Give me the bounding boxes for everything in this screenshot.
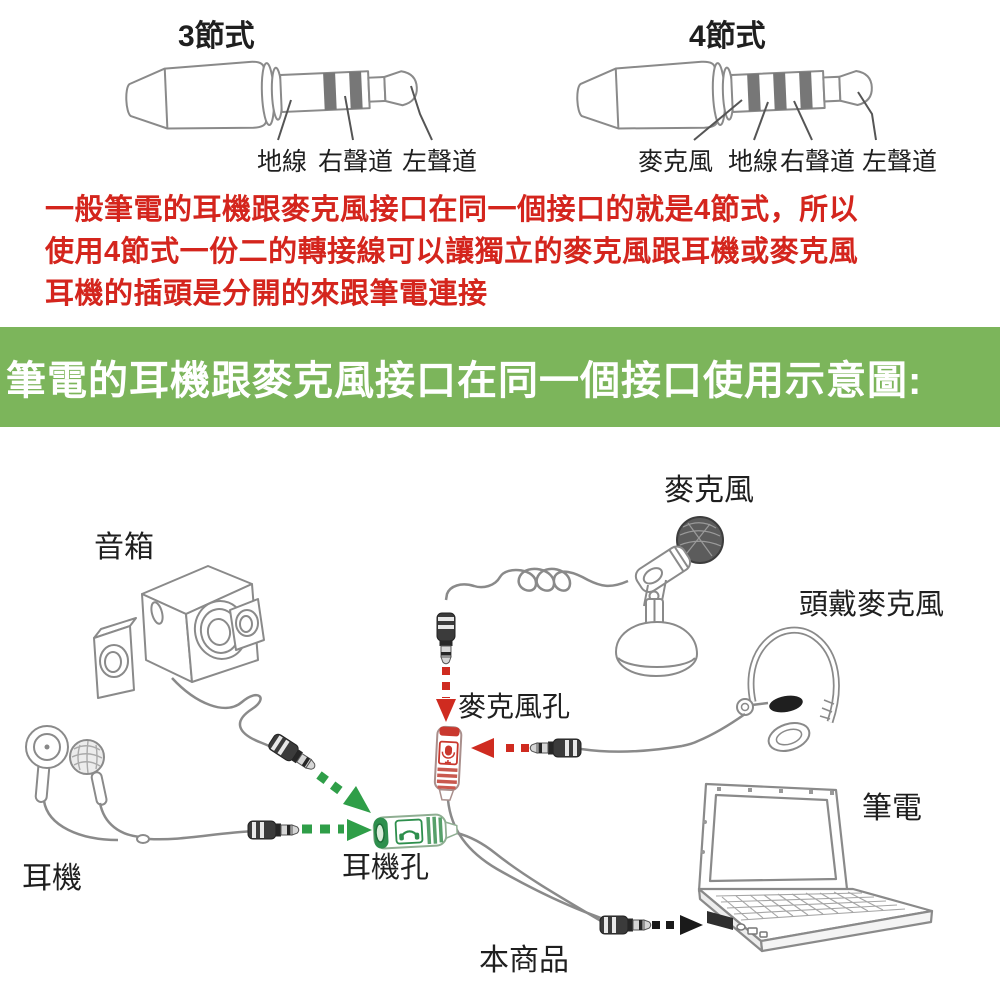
pin-label-left-3p: 左聲道	[402, 148, 478, 176]
green-arrow-lower	[302, 819, 372, 841]
section-banner: 筆電的耳機跟麥克風接口在同一個接口使用示意圖:	[0, 327, 1000, 427]
earbud-cable-main	[148, 829, 257, 841]
label-mic-jack: 麥克風孔	[458, 691, 571, 722]
jack-3pole-illustration	[125, 60, 418, 130]
label-speakers: 音箱	[94, 531, 154, 564]
label-earphones: 耳機	[22, 862, 82, 895]
banner-text: 筆電的耳機跟麥克風接口在同一個接口使用示意圖:	[6, 359, 923, 403]
splitter-cable-mic	[446, 799, 602, 920]
headset-illustration	[681, 626, 840, 752]
speaker-plug	[266, 731, 320, 776]
splitter-cable-phone	[456, 831, 602, 923]
red-note-line-3: 耳機的插頭是分開的來跟筆電連接	[45, 278, 488, 310]
earbud-cable-right	[98, 802, 141, 839]
headset-plug	[529, 738, 582, 758]
label-headset: 頭戴麥克風	[799, 589, 945, 621]
headphone-jack-connector	[372, 813, 458, 850]
earbud-cable-left	[42, 800, 119, 842]
label-laptop: 筆電	[862, 792, 922, 825]
mic-jack-connector	[433, 725, 463, 801]
black-arrow-right	[652, 915, 703, 935]
jack-4pole-leader-lines	[693, 91, 877, 141]
speakers-illustration	[93, 565, 265, 699]
headset-cable	[580, 744, 683, 753]
red-note-line-2: 使用4節式一份二的轉接線可以讓獨立的麥克風跟耳機或麥克風	[45, 236, 859, 268]
jack-3pole-title: 3節式	[178, 20, 255, 53]
pin-label-right-3p: 右聲道	[318, 148, 394, 176]
red-arrow-down	[436, 667, 456, 722]
earbud-cable-junction	[136, 834, 150, 844]
mic-plug	[436, 612, 456, 665]
pin-label-ground-3p: 地線	[257, 148, 308, 176]
pin-label-mic-4p: 麥克風	[638, 148, 714, 176]
desktop-mic-illustration	[615, 516, 724, 677]
label-headphone-jack: 耳機孔	[342, 852, 430, 884]
red-note: 一般筆電的耳機跟麥克風接口在同一個接口的就是4節式，所以 使用4節式一份二的轉接…	[45, 189, 858, 315]
laptop-illustration	[697, 782, 934, 953]
earbud-plug	[247, 820, 300, 840]
pin-label-right-4p: 右聲道	[780, 148, 856, 176]
product-plug	[599, 915, 652, 935]
label-microphone: 麥克風	[664, 474, 754, 507]
label-product: 本商品	[479, 944, 569, 977]
pin-label-ground-4p: 地線	[728, 148, 779, 176]
jack-4pole-illustration	[576, 60, 873, 130]
pin-label-left-4p: 左聲道	[862, 148, 938, 176]
earbuds-illustration	[25, 725, 108, 806]
red-arrow-left	[471, 738, 529, 758]
red-note-line-1: 一般筆電的耳機跟麥克風接口在同一個接口的就是4節式，所以	[45, 194, 859, 226]
mic-coiled-cable	[444, 567, 629, 601]
speaker-cable	[171, 677, 281, 754]
green-arrow-upper	[316, 771, 371, 813]
jack-4pole-title: 4節式	[689, 20, 766, 53]
jack-3pole-leader-lines	[277, 85, 433, 141]
